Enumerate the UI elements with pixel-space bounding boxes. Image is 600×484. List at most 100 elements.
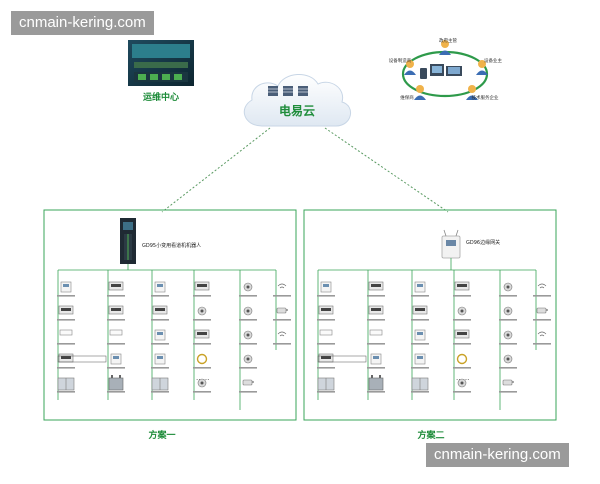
meter-icon (60, 281, 72, 293)
device-caption-stub (367, 391, 385, 393)
role-person-right-icon (476, 60, 488, 75)
device-caption-stub (317, 295, 335, 297)
sensor-icon (503, 330, 513, 340)
device-caption-stub (151, 319, 169, 321)
scheme2-device-label: GD96边缘网关 (466, 239, 500, 246)
device-caption-stub (107, 343, 125, 345)
device-caption-stub (239, 391, 257, 393)
device-caption-stub (453, 367, 471, 369)
role-top-label: 政府主管 (439, 37, 457, 44)
sensor-icon (243, 306, 253, 316)
device-caption-stub (499, 319, 517, 321)
wifi-icon (277, 331, 287, 337)
scheme2-frame (303, 209, 557, 421)
ops-center-label: 运维中心 (143, 91, 179, 103)
role-bottom-right-label: 技术服务企业 (472, 94, 499, 101)
device-caption-stub (317, 391, 335, 393)
din-module-icon (318, 305, 334, 315)
device-caption-stub (57, 343, 75, 345)
device-caption-stub (107, 295, 125, 297)
scheme2-device-network (317, 258, 551, 410)
device-caption-stub (411, 367, 429, 369)
scheme1-frame (43, 209, 297, 421)
device-caption-stub (367, 343, 385, 345)
din-module-icon (454, 329, 470, 339)
scheme1-robot-cabinet-icon (120, 218, 136, 264)
din-module-icon (108, 305, 124, 315)
din-module-icon (58, 305, 74, 315)
device-caption-stub (367, 295, 385, 297)
cabinet-icon (151, 377, 169, 391)
din-module-icon (194, 329, 210, 339)
device-caption-stub (193, 319, 211, 321)
camera-icon (502, 379, 514, 386)
breaker-icon (369, 329, 383, 336)
wifi-icon (537, 283, 547, 289)
device-caption-stub (239, 295, 257, 297)
device-caption-stub (367, 319, 385, 321)
meter-icon (154, 281, 166, 293)
camera-icon (536, 307, 548, 314)
din-module-icon (58, 353, 74, 363)
device-caption-stub (107, 367, 125, 369)
bottom-chip-row (57, 355, 107, 363)
meter-icon (154, 329, 166, 341)
device-caption-stub (193, 343, 211, 345)
device-caption-stub (193, 367, 211, 369)
cabinet-icon (411, 377, 429, 391)
sensor-icon (243, 330, 253, 340)
scheme2-title: 方案二 (417, 429, 444, 441)
device-caption-stub (273, 295, 291, 297)
role-person-top-icon (439, 40, 451, 55)
meter-icon (370, 353, 382, 365)
din-module-icon (318, 353, 334, 363)
device-caption-stub (411, 295, 429, 297)
device-caption-stub (367, 367, 385, 369)
device-caption-stub (273, 343, 291, 345)
din-module-icon (412, 305, 428, 315)
device-caption-stub (151, 295, 169, 297)
device-caption-stub (107, 391, 125, 393)
role-left-label: 设备制造商 (389, 57, 412, 64)
role-right-label: 设备业主 (484, 57, 502, 64)
coil-icon (196, 353, 208, 365)
scheme2-gateway-icon (441, 229, 461, 259)
device-caption-stub (453, 343, 471, 345)
sensor-icon (243, 282, 253, 292)
transformer-icon (368, 375, 384, 391)
device-caption-stub (57, 367, 75, 369)
device-caption-stub (533, 319, 551, 321)
breaker-icon (109, 329, 123, 336)
device-caption-stub (57, 295, 75, 297)
watermark-top: cnmain-kering.com (11, 11, 154, 35)
device-caption-stub (193, 295, 211, 297)
device-caption-stub (499, 295, 517, 297)
device-caption-stub (151, 343, 169, 345)
device-caption-stub (453, 391, 471, 393)
camera-icon (276, 307, 288, 314)
device-caption-stub (239, 367, 257, 369)
bottom-chip-row (317, 355, 367, 363)
device-caption-stub (411, 391, 429, 393)
device-caption-stub (317, 343, 335, 345)
device-caption-stub (411, 343, 429, 345)
cabinet-icon (57, 377, 75, 391)
device-caption-stub (317, 367, 335, 369)
meter-icon (320, 281, 332, 293)
watermark-bottom: cnmain-kering.com (426, 443, 569, 467)
sensor-icon (197, 378, 207, 388)
device-caption-stub (151, 391, 169, 393)
coil-icon (456, 353, 468, 365)
meter-icon (414, 353, 426, 365)
sensor-icon (503, 354, 513, 364)
din-module-icon (152, 305, 168, 315)
device-caption-stub (533, 343, 551, 345)
wifi-icon (537, 331, 547, 337)
role-person-bottom-left-icon (414, 85, 426, 100)
meter-icon (110, 353, 122, 365)
device-caption-stub (499, 343, 517, 345)
device-caption-stub (239, 319, 257, 321)
din-module-icon (368, 305, 384, 315)
